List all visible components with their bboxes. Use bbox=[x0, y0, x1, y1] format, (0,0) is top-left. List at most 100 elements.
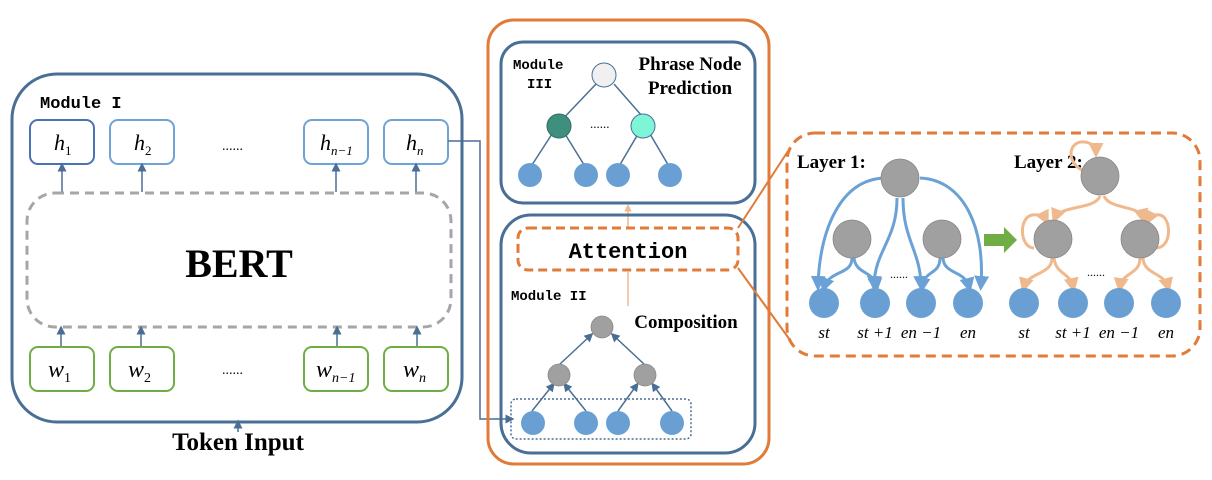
token-w2: w2 bbox=[109, 346, 175, 392]
leaf-node-icon bbox=[518, 163, 542, 187]
leaf-node-icon bbox=[1151, 288, 1181, 318]
leaf-node-icon bbox=[574, 411, 598, 435]
hidden-state-sub: n−1 bbox=[331, 143, 353, 158]
token-sub: 1 bbox=[64, 371, 71, 386]
attention-block[interactable] bbox=[516, 226, 740, 272]
layer-1: Layer 1: ...... st st +1 en −1 en bbox=[797, 152, 990, 342]
hidden-state-sub: 1 bbox=[65, 143, 72, 158]
leaf-node-icon bbox=[574, 163, 598, 187]
attention-zoom-lines bbox=[737, 147, 791, 341]
leaf-label-st: st bbox=[1018, 323, 1031, 342]
hidden-state-base: h bbox=[320, 130, 331, 155]
token-wn-1: wn−1 bbox=[303, 346, 369, 392]
composition-root-node-icon bbox=[590, 315, 614, 339]
phrase-node-prediction-line2: Prediction bbox=[648, 78, 733, 99]
leaf-label-en-minus-1: en −1 bbox=[901, 323, 941, 342]
svg-text:wn: wn bbox=[403, 357, 426, 386]
layer-2-edges bbox=[1019, 140, 1173, 293]
leaf-label-st: st bbox=[818, 323, 831, 342]
layer-2-mid-node-icon bbox=[1033, 219, 1073, 259]
hidden-state-hn-1: hn−1 bbox=[303, 119, 369, 165]
token-sub: n bbox=[419, 371, 426, 386]
token-base: w bbox=[316, 357, 332, 383]
leaf-node-icon bbox=[1009, 288, 1039, 318]
token-wn: wn bbox=[383, 346, 449, 392]
module-1-label: Module I bbox=[40, 95, 122, 114]
module-3-label-line2: III bbox=[527, 77, 552, 93]
leaf-node-icon bbox=[1058, 288, 1088, 318]
layer-1-root-node-icon bbox=[880, 158, 920, 198]
hidden-state-hn: hn bbox=[383, 119, 449, 165]
attention-label: Attention bbox=[569, 240, 688, 265]
phrase-node-prediction-line1: Phrase Node bbox=[639, 54, 742, 75]
layer-1-ellipsis: ...... bbox=[890, 267, 908, 281]
leaf-node-icon bbox=[953, 288, 983, 318]
layer-1-label: Layer 1: bbox=[797, 152, 866, 173]
layer-1-mid-node-icon bbox=[922, 219, 962, 259]
bert-label: BERT bbox=[185, 241, 293, 286]
svg-text:hn−1: hn−1 bbox=[320, 130, 353, 158]
leaf-label-st-plus-1: st +1 bbox=[1055, 323, 1091, 342]
leaf-node-icon bbox=[660, 411, 684, 435]
svg-text:hn: hn bbox=[406, 130, 424, 158]
leaf-node-icon bbox=[521, 411, 545, 435]
hidden-state-base: h bbox=[54, 130, 65, 155]
leaf-label-en-minus-1: en −1 bbox=[1099, 323, 1139, 342]
module-1: Module I h1 h2 ...... hn−1 hn BERT bbox=[10, 72, 464, 456]
hidden-state-sub: n bbox=[417, 143, 424, 158]
token-ellipsis: ...... bbox=[222, 363, 243, 378]
svg-text:h1: h1 bbox=[54, 130, 72, 158]
svg-text:w1: w1 bbox=[48, 357, 71, 386]
token-base: w bbox=[403, 357, 419, 383]
token-w1: w1 bbox=[29, 346, 95, 392]
attention-detail-frame bbox=[785, 131, 1202, 358]
leaf-node-icon bbox=[809, 288, 839, 318]
hidden-state-sub: 2 bbox=[145, 143, 152, 158]
bert-block bbox=[25, 191, 453, 329]
root-node-icon bbox=[591, 62, 617, 88]
hidden-state-h1: h1 bbox=[29, 119, 95, 165]
leaf-node-icon bbox=[1104, 288, 1134, 318]
svg-text:wn−1: wn−1 bbox=[316, 357, 355, 386]
hidden-ellipsis: ...... bbox=[222, 139, 243, 154]
module-2: Attention Module II Composition bbox=[499, 213, 757, 455]
composition-node-icon bbox=[633, 363, 657, 387]
module-3: Module III Phrase Node Prediction ...... bbox=[499, 40, 757, 205]
composition-node-icon bbox=[547, 363, 571, 387]
module-3-tree-edges bbox=[529, 83, 671, 169]
bert-to-hidden-arrows bbox=[57, 162, 421, 192]
layer-2: Layer 2: ...... st st +1 en −1 bbox=[1009, 140, 1181, 342]
module-3-frame bbox=[499, 40, 757, 205]
leaf-node-icon bbox=[658, 163, 682, 187]
layer-2-ellipsis: ...... bbox=[1087, 265, 1105, 279]
module-3-label-line1: Module bbox=[513, 58, 563, 74]
layer-1-edges bbox=[810, 176, 990, 293]
hidden-state-base: h bbox=[134, 130, 145, 155]
phrase-node-dark-icon bbox=[546, 113, 572, 139]
module-3-ellipsis: ...... bbox=[590, 116, 610, 131]
leaf-node-icon bbox=[606, 163, 630, 187]
module-2-frame bbox=[499, 213, 757, 455]
leaf-node-icon bbox=[906, 288, 936, 318]
layer-2-root-node-icon bbox=[1080, 156, 1120, 196]
hidden-state-h2: h2 bbox=[109, 119, 175, 165]
leaf-label-en: en bbox=[960, 323, 976, 342]
hn-to-module2-connector bbox=[448, 140, 515, 424]
leaf-node-icon bbox=[606, 411, 630, 435]
leaf-group-box bbox=[510, 398, 692, 440]
token-input-label: Token Input bbox=[172, 429, 304, 456]
layer-2-label: Layer 2: bbox=[1014, 152, 1083, 173]
layer-transition-arrow-icon bbox=[984, 227, 1017, 253]
svg-text:h2: h2 bbox=[134, 130, 152, 158]
layer-1-mid-node-icon bbox=[832, 219, 872, 259]
svg-text:w2: w2 bbox=[128, 357, 151, 386]
phrase-node-light-icon bbox=[630, 113, 656, 139]
module-2-label: Module II bbox=[511, 289, 587, 305]
hidden-state-base: h bbox=[406, 130, 417, 155]
leaf-label-st-plus-1: st +1 bbox=[857, 323, 893, 342]
composition-label: Composition bbox=[634, 312, 738, 333]
modules-2-3-frame bbox=[486, 18, 771, 466]
layer-2-mid-node-icon bbox=[1120, 219, 1160, 259]
token-base: w bbox=[48, 357, 64, 383]
